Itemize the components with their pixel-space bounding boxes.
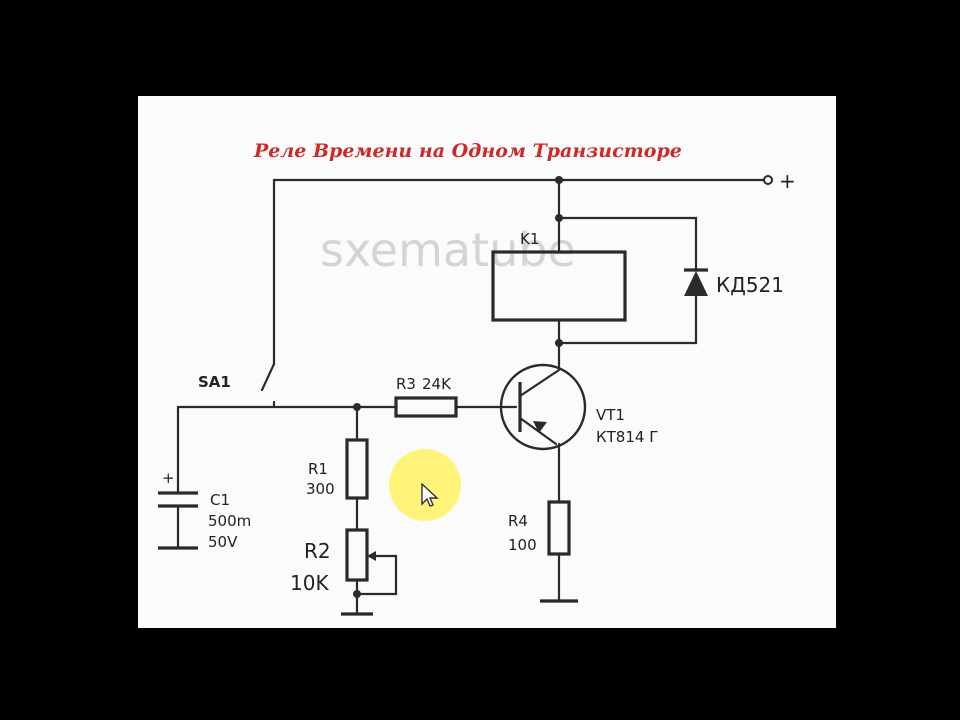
r2-ref: R2 — [304, 539, 331, 563]
c1-voltage: 50V — [208, 533, 238, 551]
resistor-r2 — [345, 528, 369, 582]
r2-wiper-arrow — [367, 551, 376, 561]
junction-r2 — [353, 590, 361, 598]
diagram-title: Реле Времени на Одном Транзисторе — [253, 140, 682, 162]
c1-value: 500m — [208, 512, 251, 530]
r2-wiper — [355, 554, 398, 596]
r1-ref: R1 — [308, 460, 328, 478]
k1-label: K1 — [520, 230, 539, 248]
diode-top-wire — [557, 216, 698, 272]
transistor-vt1 — [499, 363, 587, 451]
circuit-schematic: sxematube Реле Времени на Одном Транзист… — [158, 140, 796, 616]
diode-bottom-wire — [557, 294, 698, 345]
resistor-r4 — [547, 500, 571, 556]
r3-value: 24K — [422, 375, 452, 393]
c1-polarity: + — [162, 469, 175, 487]
plus-label: + — [779, 169, 796, 193]
diode-label: КД521 — [716, 273, 784, 297]
r2-value: 10K — [290, 571, 329, 595]
r4-value: 100 — [508, 536, 537, 554]
vt1-collector — [518, 368, 561, 398]
c1-ref: C1 — [210, 491, 230, 509]
vt1-emitter-arrow — [533, 421, 547, 433]
r3-ref: R3 — [396, 375, 416, 393]
diode-kd521 — [684, 271, 708, 296]
r4-ref: R4 — [508, 512, 528, 530]
resistor-r1 — [345, 438, 369, 500]
r1-value: 300 — [306, 480, 335, 498]
plus-terminal — [763, 175, 773, 185]
cursor-highlight — [389, 449, 461, 521]
resistor-r3 — [394, 396, 458, 418]
vt1-value: КТ814 Г — [596, 428, 658, 446]
sa1-label: SA1 — [198, 373, 231, 391]
schematic-board: sxematube Реле Времени на Одном Транзист… — [138, 96, 836, 628]
arrow-pointer-icon — [421, 482, 439, 507]
vt1-ref: VT1 — [596, 406, 625, 424]
switch-sa1 — [260, 362, 276, 392]
watermark: sxematube — [320, 223, 576, 277]
